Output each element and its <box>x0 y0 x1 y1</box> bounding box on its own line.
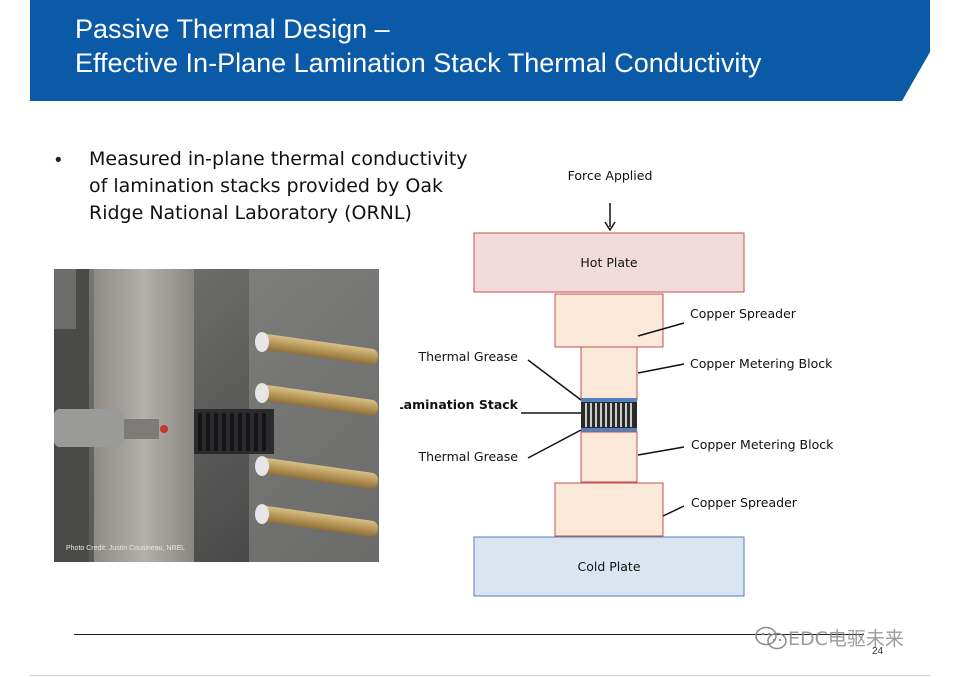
copper-spreader-top-label: Copper Spreader <box>690 306 797 321</box>
wechat-icon <box>755 626 787 649</box>
footer-divider <box>74 634 864 635</box>
bullet-text: Measured in-plane thermal conductivity o… <box>89 148 468 224</box>
hot-plate <box>473 232 745 293</box>
copper-spreader-bottom <box>554 482 664 537</box>
title-banner-shape <box>30 0 930 101</box>
slide-title-line-1: Passive Thermal Design – <box>75 14 390 44</box>
page-number: 24 <box>872 646 884 657</box>
copper-spreader-top <box>554 293 664 348</box>
copper-spreader-bottom-label: Copper Spreader <box>691 495 798 510</box>
slide-title-line-2: Effective In-Plane Lamination Stack Ther… <box>75 48 762 78</box>
force-applied-label: Force Applied <box>568 168 653 183</box>
slide-bottom-border <box>30 675 930 676</box>
photo-credit: Photo Credit: Justin Cousineau, NREL <box>66 545 186 552</box>
thermal-grease-top-label: Thermal Grease <box>417 349 518 364</box>
hot-plate-label: Hot Plate <box>580 255 637 270</box>
thermal-grease-bottom-layer <box>581 428 637 432</box>
copper-metering-bottom-label: Copper Metering Block <box>691 437 834 452</box>
watermark: EDC电驱未来 <box>754 624 904 651</box>
test-setup-diagram: Force Applied Hot Plate Cold Plate Coppe… <box>396 160 880 610</box>
thermal-grease-bottom-label: Thermal Grease <box>417 449 518 464</box>
cold-plate-label: Cold Plate <box>577 559 640 574</box>
thermal-grease-top-layer <box>581 398 637 402</box>
copper-metering-top-label: Copper Metering Block <box>690 356 833 371</box>
cold-plate <box>473 536 745 597</box>
title-banner: Passive Thermal Design – Effective In-Pl… <box>30 0 930 101</box>
lamination-stack <box>581 400 637 430</box>
test-rig-photo <box>54 269 379 562</box>
bullet-marker: • <box>55 150 62 171</box>
copper-metering-block-bottom <box>580 431 638 483</box>
watermark-text: EDC电驱未来 <box>788 628 904 650</box>
lamination-stack-label: Lamination Stack <box>400 397 519 412</box>
copper-metering-block-top <box>580 346 638 401</box>
